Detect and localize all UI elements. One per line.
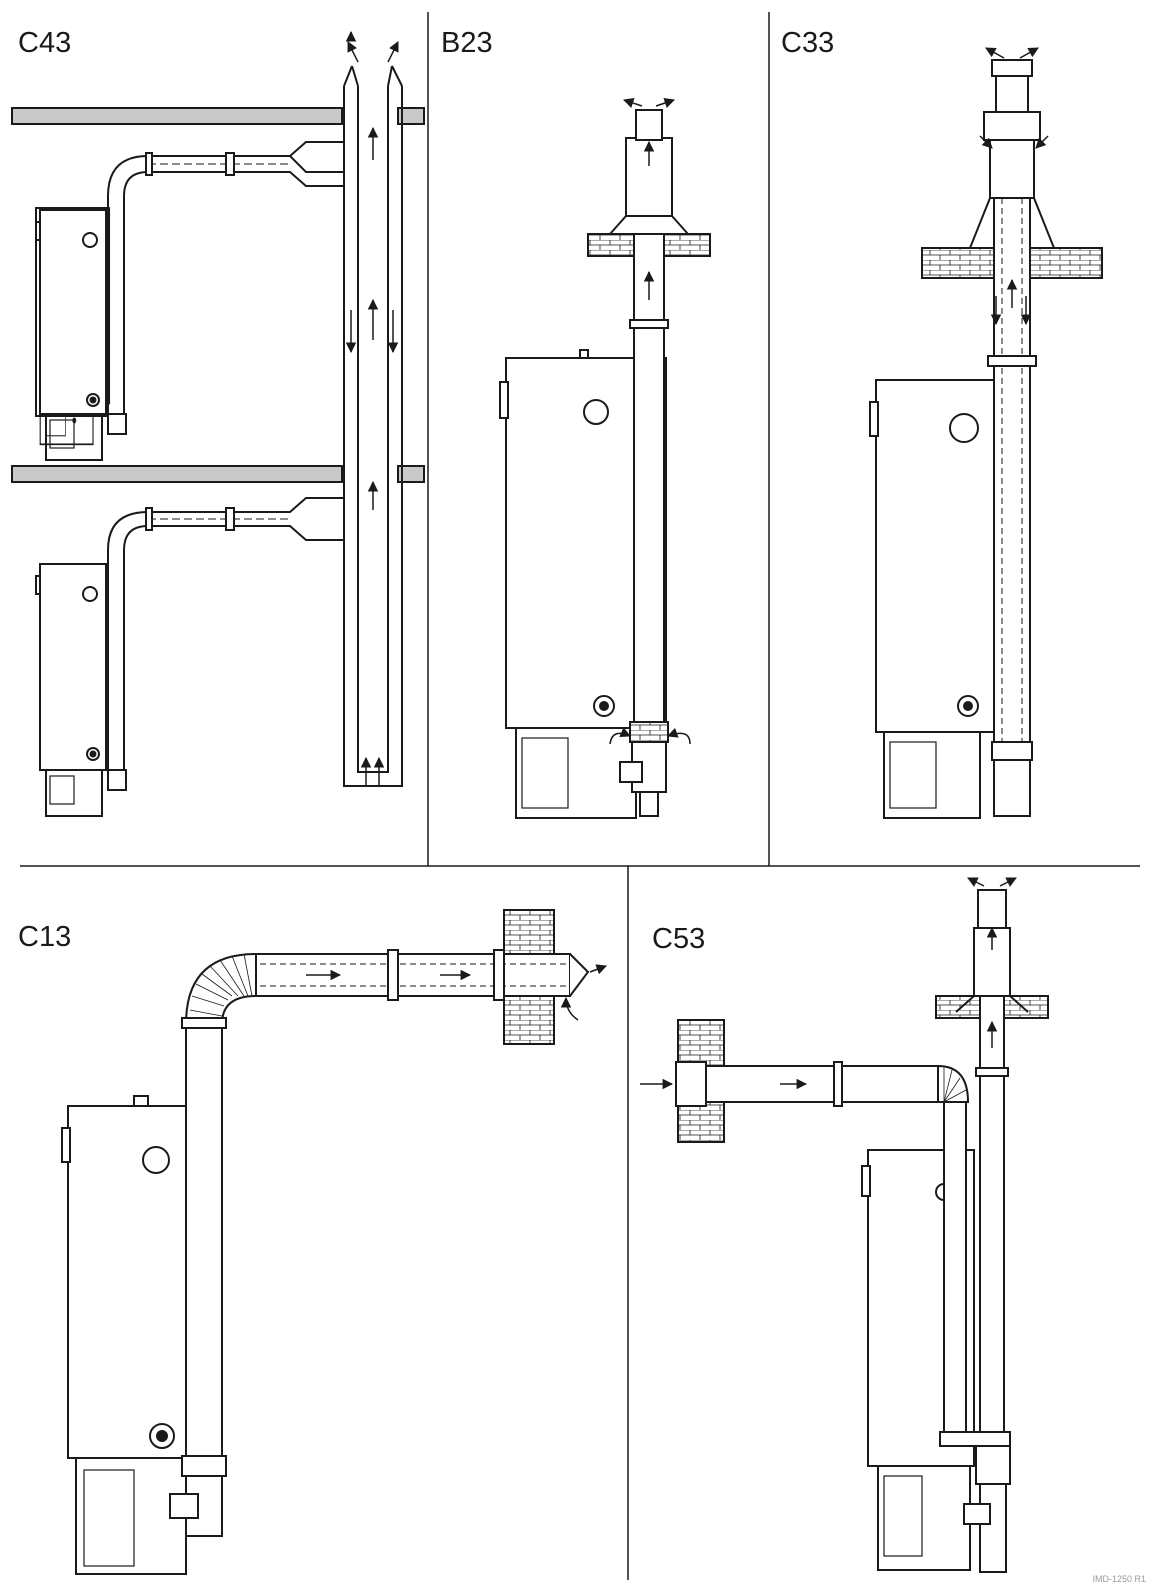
c13-label: C13 bbox=[18, 921, 71, 953]
c53-diagram bbox=[640, 877, 1049, 1573]
c53-exhaust-pipe bbox=[979, 995, 1005, 1433]
c13-horizontal-pipe bbox=[255, 953, 571, 997]
b23-diagram bbox=[499, 98, 711, 819]
panel-dividers bbox=[20, 12, 1140, 1580]
c43-lower-slab bbox=[11, 465, 343, 483]
c43-label: C43 bbox=[18, 27, 71, 59]
c43-upper-slab bbox=[11, 107, 343, 125]
b23-label: B23 bbox=[441, 27, 493, 59]
reference-code: IMD-1250 R1 bbox=[1092, 1574, 1146, 1584]
c33-diagram bbox=[869, 47, 1103, 819]
c33-label: C33 bbox=[781, 27, 834, 59]
b23-flue-pipe bbox=[633, 233, 665, 723]
c53-air-intake-pipe bbox=[679, 1065, 939, 1103]
c13-diagram bbox=[61, 909, 607, 1575]
c53-label: C53 bbox=[652, 923, 705, 955]
c43-diagram bbox=[11, 30, 425, 817]
c13-vertical-pipe bbox=[185, 1021, 223, 1463]
c33-flue-pipe bbox=[993, 197, 1031, 743]
